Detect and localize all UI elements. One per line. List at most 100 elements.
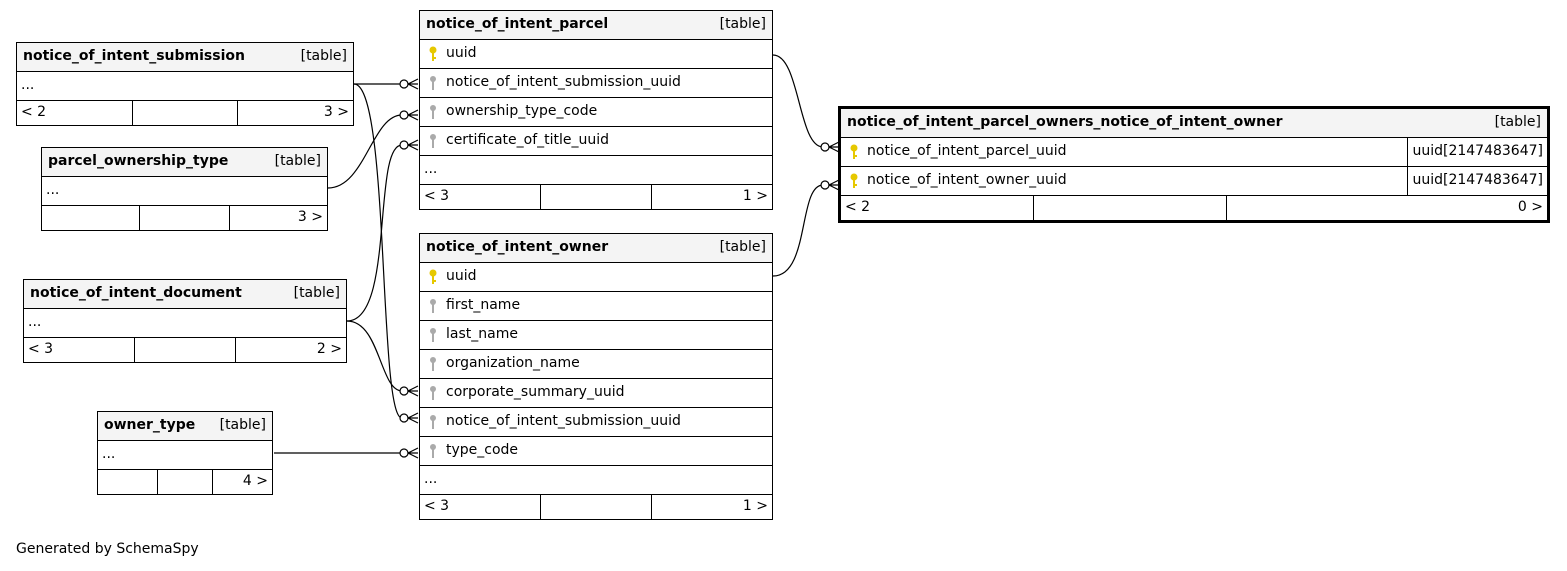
child-count: 4 > [242, 473, 268, 489]
column-name: ownership_type_code [446, 103, 598, 119]
child-count: 3 > [297, 209, 323, 225]
column-row[interactable]: last_name [420, 321, 772, 350]
generated-by-note: Generated by SchemaSpy [16, 541, 199, 557]
table-tag: [table] [719, 239, 766, 255]
crowfoot [407, 139, 419, 151]
foreign-key-icon [430, 386, 436, 400]
column-count [158, 470, 213, 494]
column-row[interactable]: uuid [420, 40, 772, 69]
crowfoot [828, 179, 840, 191]
column-row[interactable]: corporate_summary_uuid [420, 379, 772, 408]
parent-count: < 3 [420, 495, 542, 519]
edge-ownership-parcel [327, 114, 403, 189]
table-owner-type[interactable]: owner_type [table] ... 4 > [97, 411, 273, 495]
primary-key-icon [850, 173, 858, 188]
column-count [140, 206, 230, 230]
crowfoot [407, 412, 419, 424]
edge-submission-owner [353, 83, 403, 419]
foreign-key-icon [430, 328, 436, 342]
parent-count: < 2 [841, 196, 1034, 220]
foreign-key-icon [430, 76, 436, 90]
column-name: uuid [446, 45, 477, 61]
crowfoot [407, 385, 419, 397]
column-name: organization_name [446, 355, 580, 371]
column-row[interactable]: notice_of_intent_submission_uuid [420, 408, 772, 437]
parent-count [42, 206, 141, 230]
column-count [541, 495, 652, 519]
column-count [133, 101, 239, 125]
ellipsis-row: ... [420, 156, 772, 185]
column-name: last_name [446, 326, 518, 342]
table-header: notice_of_intent_document [table] [24, 280, 346, 309]
column-row[interactable]: notice_of_intent_owner_uuid uuid[2147483… [841, 167, 1547, 196]
column-name: notice_of_intent_submission_uuid [446, 74, 681, 90]
table-name: owner_type [104, 417, 196, 433]
column-row[interactable]: uuid [420, 263, 772, 292]
table-tag: [table] [274, 153, 321, 169]
crowfoot [828, 141, 840, 153]
table-name: notice_of_intent_submission [23, 48, 245, 64]
table-footer: 3 > [42, 206, 327, 230]
column-row[interactable]: notice_of_intent_submission_uuid [420, 69, 772, 98]
column-row[interactable]: organization_name [420, 350, 772, 379]
table-notice-of-intent-parcel[interactable]: notice_of_intent_parcel [table] uuid not… [419, 10, 773, 210]
column-row[interactable]: type_code [420, 437, 772, 466]
table-header: notice_of_intent_submission [table] [17, 43, 353, 72]
table-name: notice_of_intent_document [30, 285, 242, 301]
child-count: 0 > [1517, 199, 1543, 215]
parent-count: < 3 [24, 338, 136, 362]
crowfoot [407, 109, 419, 121]
table-tag: [table] [219, 417, 266, 433]
child-count: 1 > [742, 188, 768, 204]
column-count [541, 185, 652, 209]
column-count [135, 338, 236, 362]
foreign-key-icon [430, 444, 436, 458]
child-count: 1 > [742, 498, 768, 514]
ellipsis-row: ... [17, 72, 353, 101]
table-tag: [table] [1494, 114, 1541, 130]
ellipsis-row: ... [420, 466, 772, 495]
column-row[interactable]: certificate_of_title_uuid [420, 127, 772, 156]
table-footer: < 2 0 > [841, 196, 1547, 220]
column-type: uuid[2147483647] [1407, 167, 1547, 195]
primary-key-icon [850, 144, 858, 159]
table-notice-of-intent-owner[interactable]: notice_of_intent_owner [table] uuid firs… [419, 233, 773, 520]
foreign-key-icon [430, 299, 436, 313]
column-row[interactable]: notice_of_intent_parcel_uuid uuid[214748… [841, 138, 1547, 167]
parent-count: < 2 [17, 101, 133, 125]
ellipsis-row: ... [42, 177, 327, 206]
column-name: certificate_of_title_uuid [446, 132, 610, 148]
table-tag: [table] [293, 285, 340, 301]
foreign-key-icon [430, 134, 436, 148]
column-name: type_code [446, 442, 519, 458]
column-type: uuid[2147483647] [1407, 138, 1547, 166]
edge-owner-join [772, 184, 824, 277]
primary-key-icon [429, 269, 437, 284]
foreign-key-icon [430, 105, 436, 119]
table-parcel-ownership-type[interactable]: parcel_ownership_type [table] ... 3 > [41, 147, 328, 231]
column-name: first_name [446, 297, 521, 313]
edge-document-owner [346, 320, 403, 392]
column-name: notice_of_intent_submission_uuid [446, 413, 681, 429]
column-name: notice_of_intent_owner_uuid [867, 172, 1067, 188]
table-name: notice_of_intent_owner [426, 239, 609, 255]
column-row[interactable]: first_name [420, 292, 772, 321]
table-tag: [table] [719, 16, 766, 32]
table-notice-of-intent-submission[interactable]: notice_of_intent_submission [table] ... … [16, 42, 354, 126]
column-row[interactable]: ownership_type_code [420, 98, 772, 127]
crowfoot [407, 78, 419, 90]
table-footer: 4 > [98, 470, 272, 494]
child-count: 3 > [323, 104, 349, 120]
column-name: notice_of_intent_parcel_uuid [867, 143, 1067, 159]
table-notice-of-intent-document[interactable]: notice_of_intent_document [table] ... < … [23, 279, 347, 363]
parent-count [98, 470, 159, 494]
ellipsis-row: ... [98, 441, 272, 470]
primary-key-icon [429, 46, 437, 61]
table-footer: < 3 2 > [24, 338, 346, 362]
table-header: notice_of_intent_owner [table] [420, 234, 772, 263]
table-notice-of-intent-parcel-owners-notice-of-intent-owner[interactable]: notice_of_intent_parcel_owners_notice_of… [838, 106, 1550, 223]
ellipsis-row: ... [24, 309, 346, 338]
table-footer: < 3 1 > [420, 495, 772, 519]
column-name: corporate_summary_uuid [446, 384, 625, 400]
column-name: uuid [446, 268, 477, 284]
